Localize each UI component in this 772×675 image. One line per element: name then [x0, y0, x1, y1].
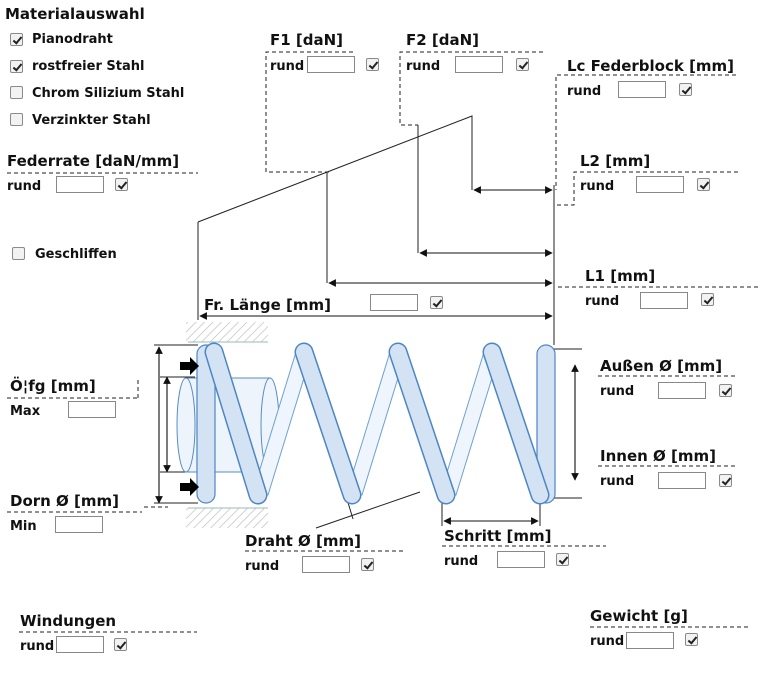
f1-rund-checkbox[interactable]: [366, 58, 379, 71]
pitch-rund-checkbox[interactable]: [556, 553, 569, 566]
weight-rund-checkbox[interactable]: [685, 633, 698, 646]
l1-input[interactable]: [640, 292, 688, 309]
wire-diameter-input[interactable]: [302, 556, 350, 573]
l2-rund-checkbox[interactable]: [697, 178, 710, 191]
opening-max-label: Max: [10, 404, 41, 419]
material-verzinkt-checkbox[interactable]: [10, 113, 23, 126]
material-rostfrei-label: rostfreier Stahl: [32, 59, 145, 74]
federrate-rund-checkbox[interactable]: [115, 178, 128, 191]
mandrel-min-input[interactable]: [55, 516, 103, 533]
outer-rund-label: rund: [600, 384, 635, 399]
inner-rund-label: rund: [600, 474, 635, 489]
federrate-input[interactable]: [56, 176, 104, 193]
material-chrom-silizium-label: Chrom Silizium Stahl: [32, 86, 185, 101]
material-verzinkt-label: Verzinkter Stahl: [32, 113, 151, 128]
f2-title: F2 [daN]: [406, 31, 480, 49]
opening-max-input[interactable]: [68, 401, 116, 418]
f2-rund-checkbox[interactable]: [516, 58, 529, 71]
pitch-rund-label: rund: [444, 554, 479, 569]
inner-diameter-title: Innen Ø [mm]: [600, 447, 716, 465]
free-length-checkbox[interactable]: [430, 296, 443, 309]
weight-input[interactable]: [626, 632, 674, 649]
coils-title: Windungen: [20, 612, 117, 630]
l2-input[interactable]: [636, 176, 684, 193]
weight-title: Gewicht [g]: [590, 607, 688, 625]
lc-rund-checkbox[interactable]: [679, 83, 692, 96]
geschliffen-checkbox[interactable]: [12, 247, 25, 260]
outer-diameter-title: Außen Ø [mm]: [600, 357, 723, 375]
federrate-title: Federrate [daN/mm]: [7, 152, 180, 170]
f2-input[interactable]: [455, 56, 503, 73]
l1-title: L1 [mm]: [585, 267, 656, 285]
l1-rund-label: rund: [585, 294, 620, 309]
l2-title: L2 [mm]: [580, 152, 651, 170]
free-length-input[interactable]: [370, 294, 418, 311]
mandrel-title: Dorn Ø [mm]: [10, 492, 119, 510]
pitch-input[interactable]: [497, 551, 545, 568]
opening-title: Ö¦fg [mm]: [10, 377, 96, 395]
pitch-title: Schritt [mm]: [444, 527, 552, 545]
coils-rund-label: rund: [20, 639, 55, 654]
material-pianodraht-checkbox[interactable]: [10, 33, 23, 46]
f2-rund-label: rund: [406, 59, 441, 74]
l2-rund-label: rund: [580, 179, 615, 194]
l1-rund-checkbox[interactable]: [701, 293, 714, 306]
material-rostfrei-checkbox[interactable]: [10, 60, 23, 73]
f1-title: F1 [daN]: [270, 31, 344, 49]
lc-title: Lc Federblock [mm]: [567, 57, 735, 75]
coils-input[interactable]: [56, 636, 104, 653]
wire-diameter-title: Draht Ø [mm]: [245, 532, 361, 550]
free-length-title: Fr. Länge [mm]: [204, 296, 331, 314]
material-section-title: Materialauswahl: [5, 5, 145, 23]
material-pianodraht-label: Pianodraht: [32, 32, 113, 47]
outer-rund-checkbox[interactable]: [719, 384, 732, 397]
wire-rund-checkbox[interactable]: [361, 558, 374, 571]
wire-rund-label: rund: [245, 559, 280, 574]
f1-rund-label: rund: [270, 59, 305, 74]
material-chrom-silizium-checkbox[interactable]: [10, 86, 23, 99]
coils-rund-checkbox[interactable]: [114, 638, 127, 651]
geschliffen-label: Geschliffen: [35, 247, 117, 262]
lc-rund-label: rund: [567, 84, 602, 99]
mandrel-min-label: Min: [10, 519, 37, 534]
weight-rund-label: rund: [590, 634, 625, 649]
federrate-rund-label: rund: [7, 179, 42, 194]
outer-diameter-input[interactable]: [658, 382, 706, 399]
f1-input[interactable]: [307, 56, 355, 73]
inner-rund-checkbox[interactable]: [719, 474, 732, 487]
inner-diameter-input[interactable]: [658, 472, 706, 489]
lc-input[interactable]: [618, 81, 666, 98]
